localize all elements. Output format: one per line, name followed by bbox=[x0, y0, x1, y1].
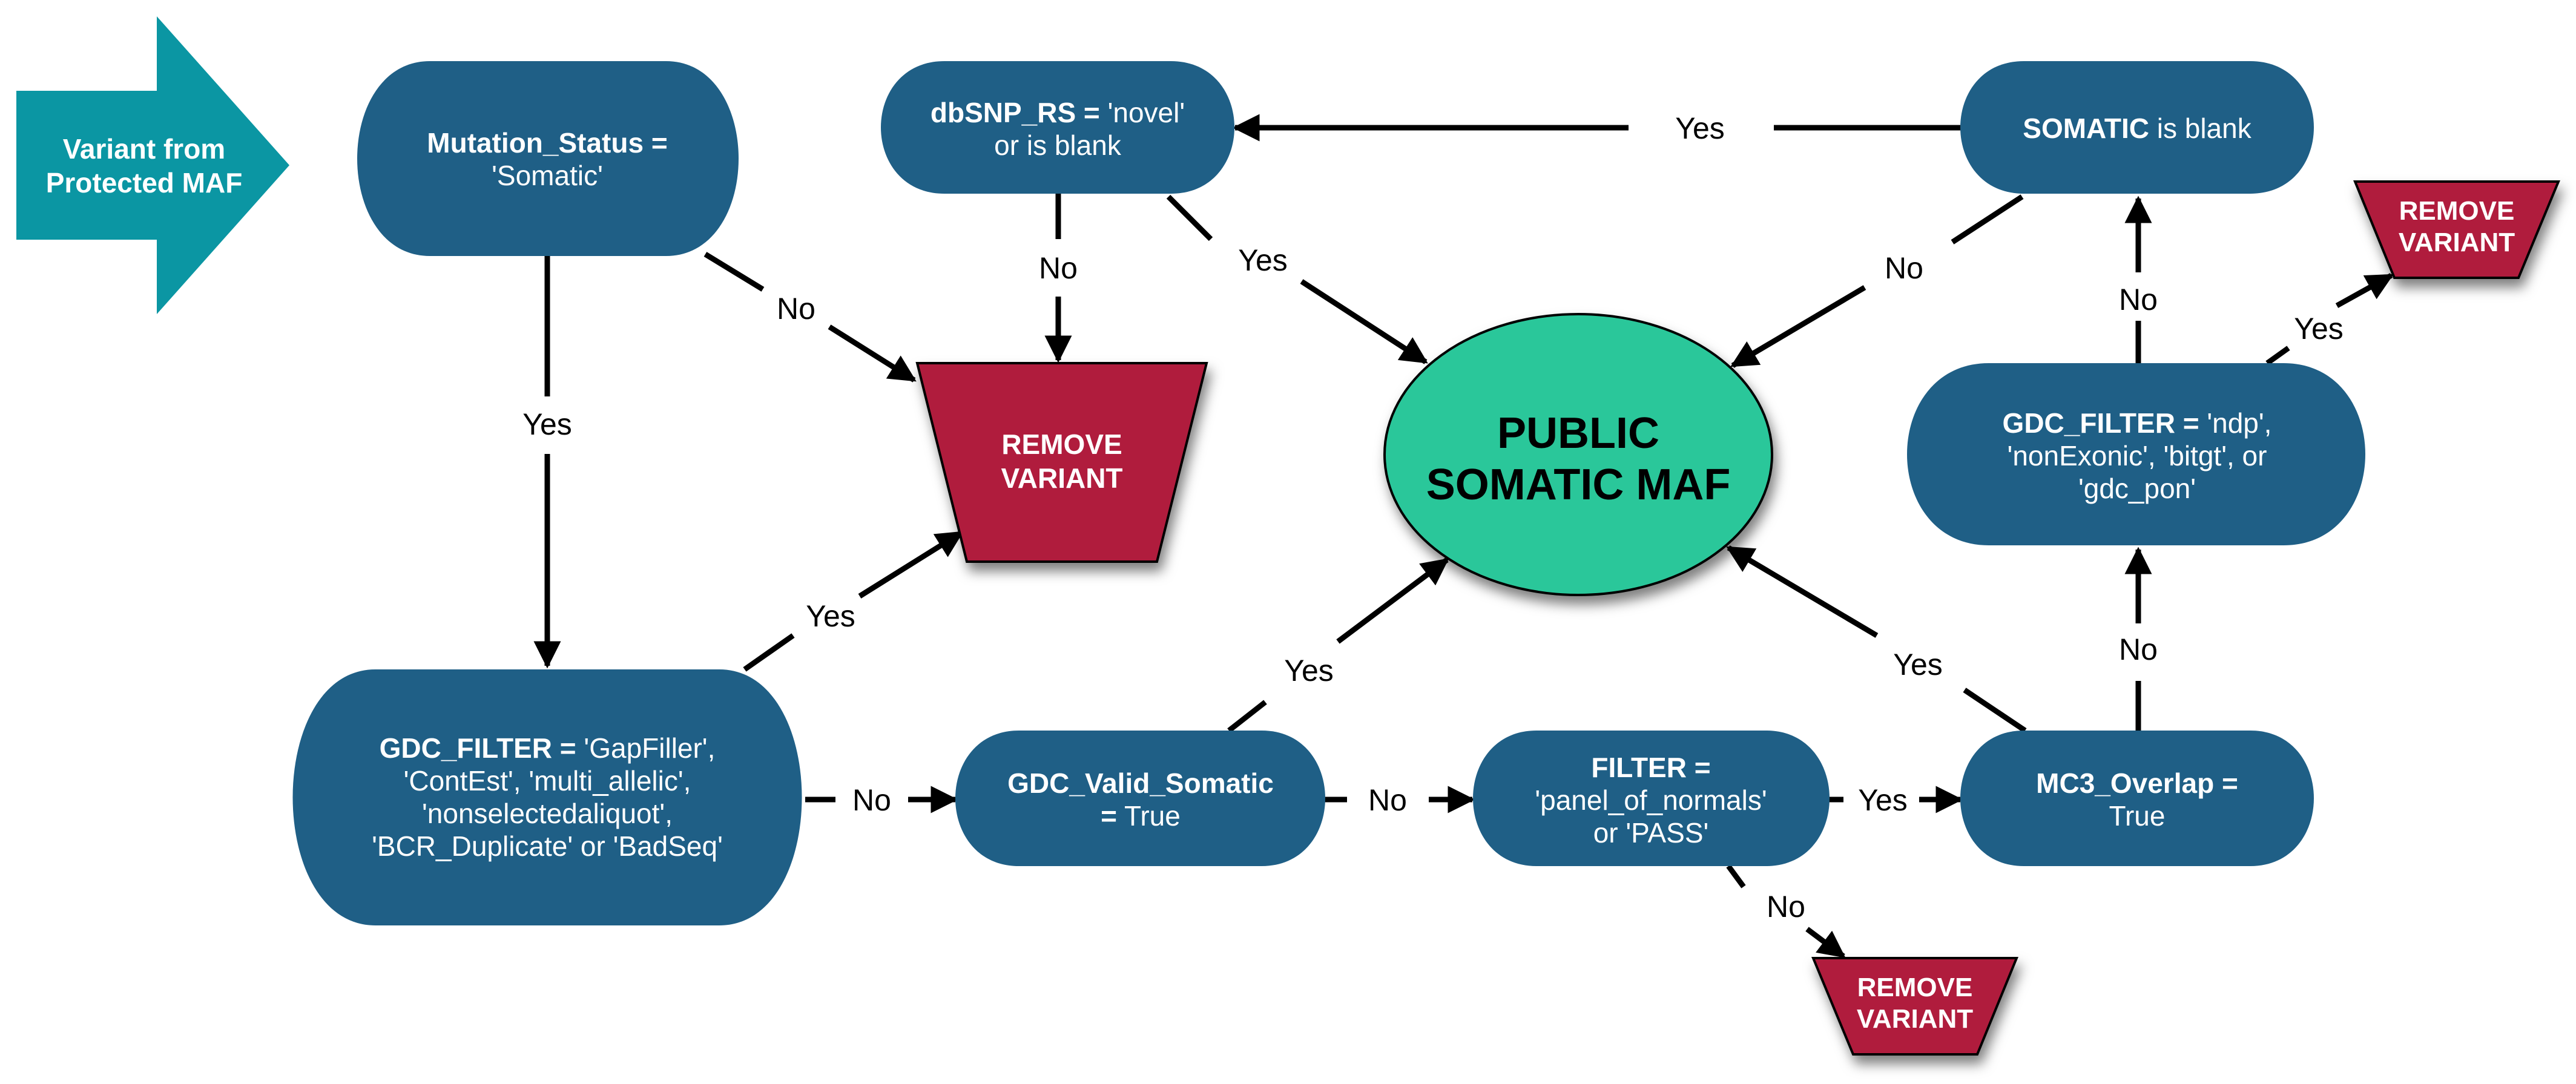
mutation-status-bold: Mutation_Status = bbox=[427, 127, 667, 159]
node-dbsnp: dbSNP_RS = 'novel' or is blank bbox=[881, 61, 1234, 194]
label-filter-no: No bbox=[1767, 890, 1805, 924]
remove-tr-line1: REMOVE bbox=[2399, 196, 2515, 226]
remove-main-line2: VARIANT bbox=[1001, 462, 1122, 494]
gdc-valid-eq: = bbox=[1101, 800, 1117, 832]
gdc-valid-somatic-line2: = True bbox=[1101, 800, 1181, 832]
edge-mc3-yes-b bbox=[1726, 545, 1879, 638]
edge-somatic-no-a bbox=[1951, 194, 2024, 245]
edge-gdcright-yes-b bbox=[2335, 273, 2394, 308]
remove-variant-main-shape bbox=[915, 362, 1208, 563]
somatic-bold: SOMATIC bbox=[2023, 113, 2149, 144]
edge-valid-yes-a bbox=[1227, 700, 1267, 733]
gdc-filter-left-line3: 'nonselectedaliquot', bbox=[422, 798, 673, 829]
node-dbsnp-shape bbox=[881, 61, 1234, 194]
gdc-filter-left-line4: 'BCR_Duplicate' or 'BadSeq' bbox=[372, 830, 723, 862]
edge-filter-no-b bbox=[1805, 927, 1846, 959]
filter-line2: 'panel_of_normals' bbox=[1535, 784, 1767, 816]
filter-bold: FILTER = bbox=[1591, 752, 1710, 783]
edge-somatic-no-b bbox=[1730, 285, 1866, 368]
remove-main-line1: REMOVE bbox=[1001, 429, 1122, 460]
label-valid-no: No bbox=[1368, 783, 1407, 817]
mutation-status-value: 'Somatic' bbox=[492, 160, 603, 191]
gdc-filter-right-rest: 'ndp', bbox=[2199, 407, 2272, 439]
filter-line3: or 'PASS' bbox=[1593, 817, 1709, 849]
gdc-filter-right-line2: 'nonExonic', 'bitgt', or bbox=[2008, 440, 2267, 471]
node-gdc-filter-right: GDC_FILTER = 'ndp', 'nonExonic', 'bitgt'… bbox=[1907, 363, 2365, 545]
gdc-filter-left-line1: GDC_FILTER = 'GapFiller', bbox=[380, 732, 716, 764]
output-ellipse bbox=[1383, 313, 1773, 596]
node-gdc-filter-right-shape bbox=[1907, 363, 2365, 545]
node-gdc-valid-somatic-shape bbox=[955, 731, 1325, 866]
label-somatic-no: No bbox=[1885, 251, 1923, 285]
remove-tr-line2: VARIANT bbox=[2399, 228, 2515, 257]
remove-bottom-line1: REMOVE bbox=[1857, 973, 1973, 1002]
mc3-overlap-bold: MC3_Overlap = bbox=[2036, 767, 2238, 799]
label-valid-yes: Yes bbox=[1284, 654, 1334, 688]
node-mc3-overlap-shape bbox=[1960, 731, 2314, 866]
label-gdcright-yes: Yes bbox=[2294, 312, 2344, 346]
gdc-filter-right-bold: GDC_FILTER = bbox=[2003, 407, 2199, 439]
gdc-valid-value: True bbox=[1117, 800, 1181, 832]
edge-gdcright-yes-a bbox=[2265, 346, 2290, 366]
remove-variant-bottom-shape bbox=[1811, 957, 2018, 1056]
dbsnp-bold: dbSNP_RS = bbox=[931, 97, 1100, 128]
start-label-line2: Protected MAF bbox=[46, 167, 243, 199]
output-line2: SOMATIC MAF bbox=[1426, 461, 1731, 509]
node-mutation-status-shape bbox=[357, 61, 739, 256]
start-arrow-shape bbox=[16, 16, 289, 314]
gdc-filter-right-line1: GDC_FILTER = 'ndp', bbox=[2003, 407, 2272, 439]
edge-labels: No Yes No Yes Yes No No Yes Yes No Yes N… bbox=[522, 111, 2344, 924]
label-dbsnp-yes: Yes bbox=[1238, 243, 1288, 277]
gdc-filter-right-line3: 'gdc_pon' bbox=[2078, 473, 2196, 504]
gdc-filter-left-bold: GDC_FILTER = bbox=[380, 732, 576, 764]
edges bbox=[533, 114, 2394, 959]
node-gdc-filter-left-shape bbox=[292, 669, 802, 925]
edge-mutation-no-a bbox=[703, 252, 765, 292]
label-mc3-yes: Yes bbox=[1893, 648, 1943, 682]
label-filter-yes: Yes bbox=[1858, 783, 1908, 817]
remove-bottom-line2: VARIANT bbox=[1857, 1004, 1973, 1034]
node-gdc-valid-somatic: GDC_Valid_Somatic = True bbox=[955, 731, 1325, 866]
label-dbsnp-no: No bbox=[1039, 251, 1078, 285]
dbsnp-line2: or is blank bbox=[994, 130, 1122, 161]
label-mc3-no: No bbox=[2119, 632, 2158, 666]
label-gdcleft-no: No bbox=[852, 783, 891, 817]
gdc-valid-somatic-bold: GDC_Valid_Somatic bbox=[1007, 767, 1274, 799]
remove-variant-top-right: REMOVE VARIANT bbox=[2353, 180, 2560, 279]
gdc-filter-left-rest: 'GapFiller', bbox=[576, 732, 716, 764]
dbsnp-line1: dbSNP_RS = 'novel' bbox=[931, 97, 1185, 128]
node-filter-shape bbox=[1473, 731, 1830, 866]
edge-gdcleft-yes-b bbox=[858, 530, 964, 599]
edge-gdcleft-yes-a bbox=[743, 633, 795, 672]
label-somatic-yes: Yes bbox=[1675, 111, 1725, 145]
output-public-somatic-maf: PUBLIC SOMATIC MAF bbox=[1383, 313, 1773, 596]
edge-valid-yes-b bbox=[1336, 557, 1449, 644]
mc3-overlap-value: True bbox=[2109, 800, 2166, 832]
edge-filter-no-a bbox=[1726, 864, 1746, 889]
node-mutation-status: Mutation_Status = 'Somatic' bbox=[357, 61, 739, 256]
remove-variant-top-right-shape bbox=[2353, 180, 2560, 279]
dbsnp-value: 'novel' bbox=[1100, 97, 1185, 128]
node-somatic-blank: SOMATIC is blank bbox=[1960, 61, 2314, 194]
somatic-blank-text: SOMATIC is blank bbox=[2023, 113, 2252, 144]
node-gdc-filter-left: GDC_FILTER = 'GapFiller', 'ContEst', 'mu… bbox=[292, 669, 802, 925]
edge-dbsnp-yes-b bbox=[1300, 279, 1428, 364]
node-mc3-overlap: MC3_Overlap = True bbox=[1960, 731, 2314, 866]
somatic-rest: is blank bbox=[2149, 113, 2252, 144]
start-arrow: Variant from Protected MAF bbox=[16, 16, 289, 314]
node-somatic-blank-shape bbox=[1960, 61, 2314, 194]
output-line1: PUBLIC bbox=[1497, 409, 1659, 458]
remove-variant-bottom: REMOVE VARIANT bbox=[1811, 957, 2018, 1056]
label-mutation-yes: Yes bbox=[522, 407, 572, 441]
gdc-filter-left-line2: 'ContEst', 'multi_allelic', bbox=[404, 765, 691, 797]
label-gdcright-no: No bbox=[2119, 283, 2158, 317]
label-gdcleft-yes: Yes bbox=[806, 599, 855, 633]
edge-dbsnp-yes-a bbox=[1166, 194, 1213, 241]
node-filter: FILTER = 'panel_of_normals' or 'PASS' bbox=[1473, 731, 1830, 866]
edge-mc3-yes-a bbox=[1963, 688, 2027, 733]
remove-variant-main: REMOVE VARIANT bbox=[915, 362, 1208, 563]
label-mutation-no: No bbox=[777, 292, 815, 326]
start-label-line1: Variant from bbox=[63, 133, 225, 165]
edge-mutation-no-b bbox=[828, 324, 917, 383]
